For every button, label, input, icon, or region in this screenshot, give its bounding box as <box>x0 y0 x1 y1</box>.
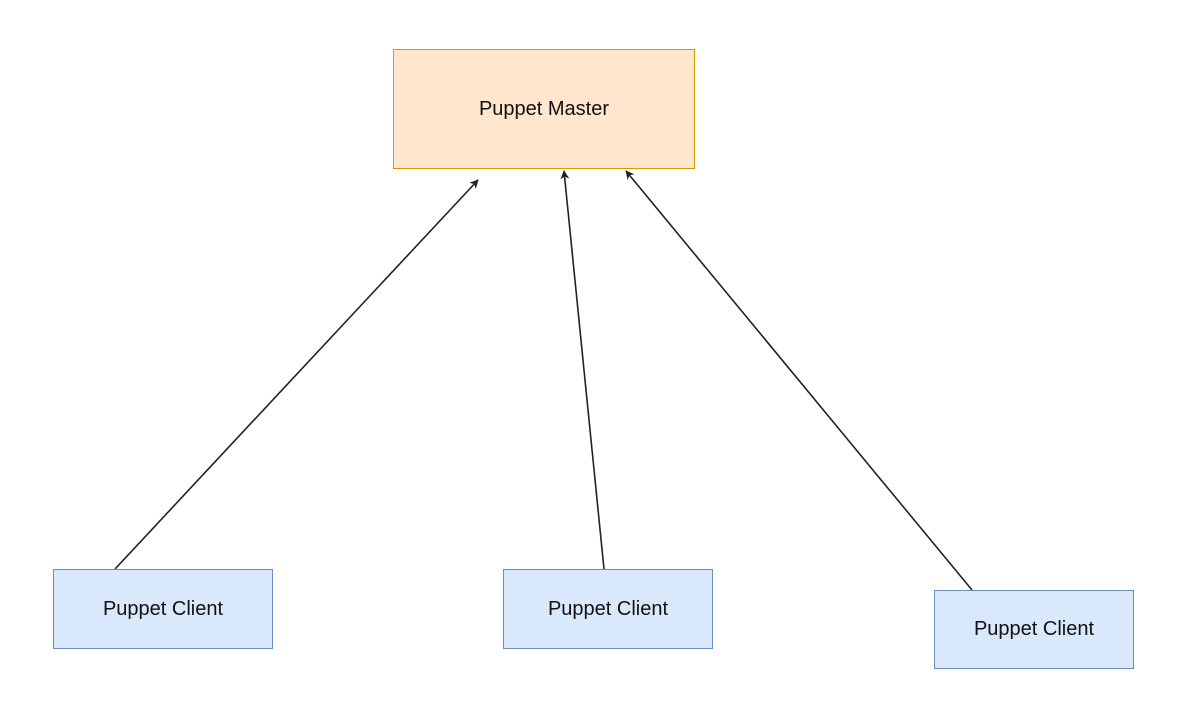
puppet-client-label: Puppet Client <box>102 597 224 620</box>
edge-client-2-to-master <box>560 170 605 570</box>
puppet-client-node-1[interactable]: Puppet Client <box>53 569 273 649</box>
puppet-client-node-3[interactable]: Puppet Client <box>934 590 1134 669</box>
puppet-master-label: Puppet Master <box>478 97 610 120</box>
puppet-client-label: Puppet Client <box>547 597 669 620</box>
puppet-client-node-2[interactable]: Puppet Client <box>503 569 713 649</box>
puppet-client-label: Puppet Client <box>973 618 1095 640</box>
edge-client-3-to-master <box>625 170 973 591</box>
edge-client-1-to-master <box>114 179 479 570</box>
puppet-master-node[interactable]: Puppet Master <box>393 49 695 169</box>
